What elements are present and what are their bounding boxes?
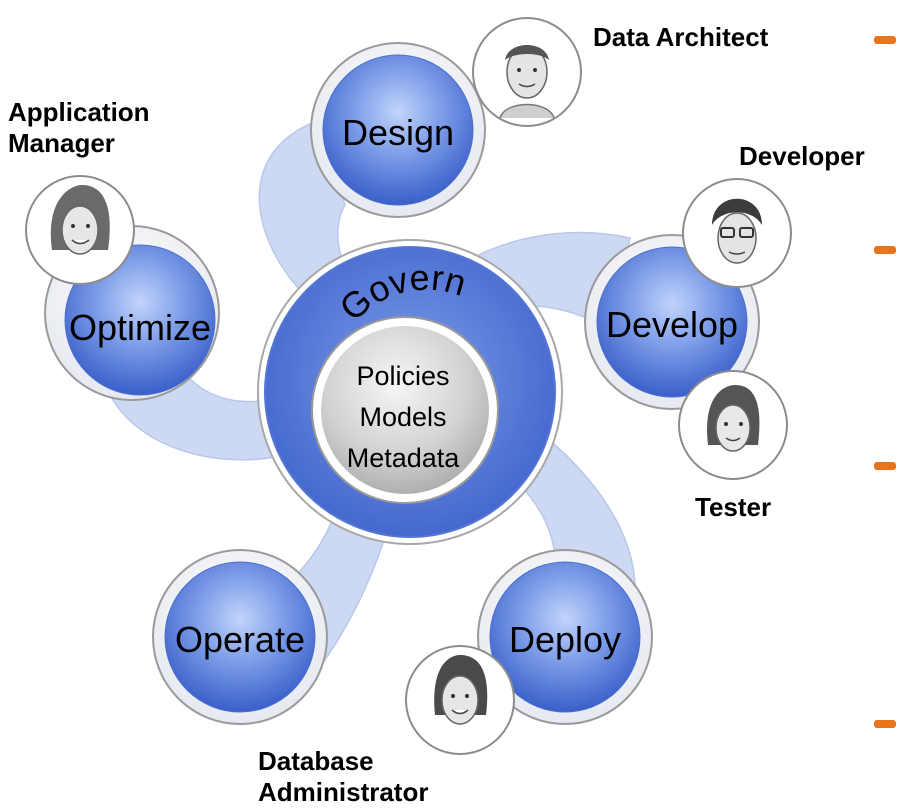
stage-optimize-label: Optimize [69,307,211,348]
role-application-manager-line1: Application [8,97,150,127]
avatar-data-architect [472,17,582,127]
stage-operate-label: Operate [175,619,305,660]
core-line-models: Models [359,402,446,432]
stage-deploy: Deploy [477,549,653,725]
stage-deploy-label: Deploy [509,619,621,660]
stage-optimize: Optimize [44,225,220,401]
avatar-developer [682,178,792,288]
bullet-dash-1 [874,36,896,44]
govern-hub: Govern Policies Models Metadata [257,239,563,545]
core-line-policies: Policies [356,361,449,391]
avatar-tester [678,370,788,480]
bullet-dash-4 [874,720,896,728]
stage-design: Design [310,42,486,218]
core-line-metadata: Metadata [347,443,461,473]
avatar-database-administrator [405,645,515,755]
role-developer: Developer [739,141,865,171]
stage-design-label: Design [342,112,454,153]
stage-operate: Operate [152,549,328,725]
bullet-dash-3 [874,462,896,470]
role-application-manager-line2: Manager [8,128,115,158]
role-tester: Tester [695,492,772,522]
role-data-architect: Data Architect [593,22,769,52]
core-disc [321,326,489,494]
avatar-application-manager [25,175,135,285]
role-database-administrator-line1: Database [258,746,374,776]
role-database-administrator: Database Administrator [258,746,428,808]
stage-develop-label: Develop [606,304,738,345]
bullet-dash-2 [874,246,896,254]
role-database-administrator-line2: Administrator [258,777,429,807]
role-application-manager: Application Manager [8,97,150,159]
